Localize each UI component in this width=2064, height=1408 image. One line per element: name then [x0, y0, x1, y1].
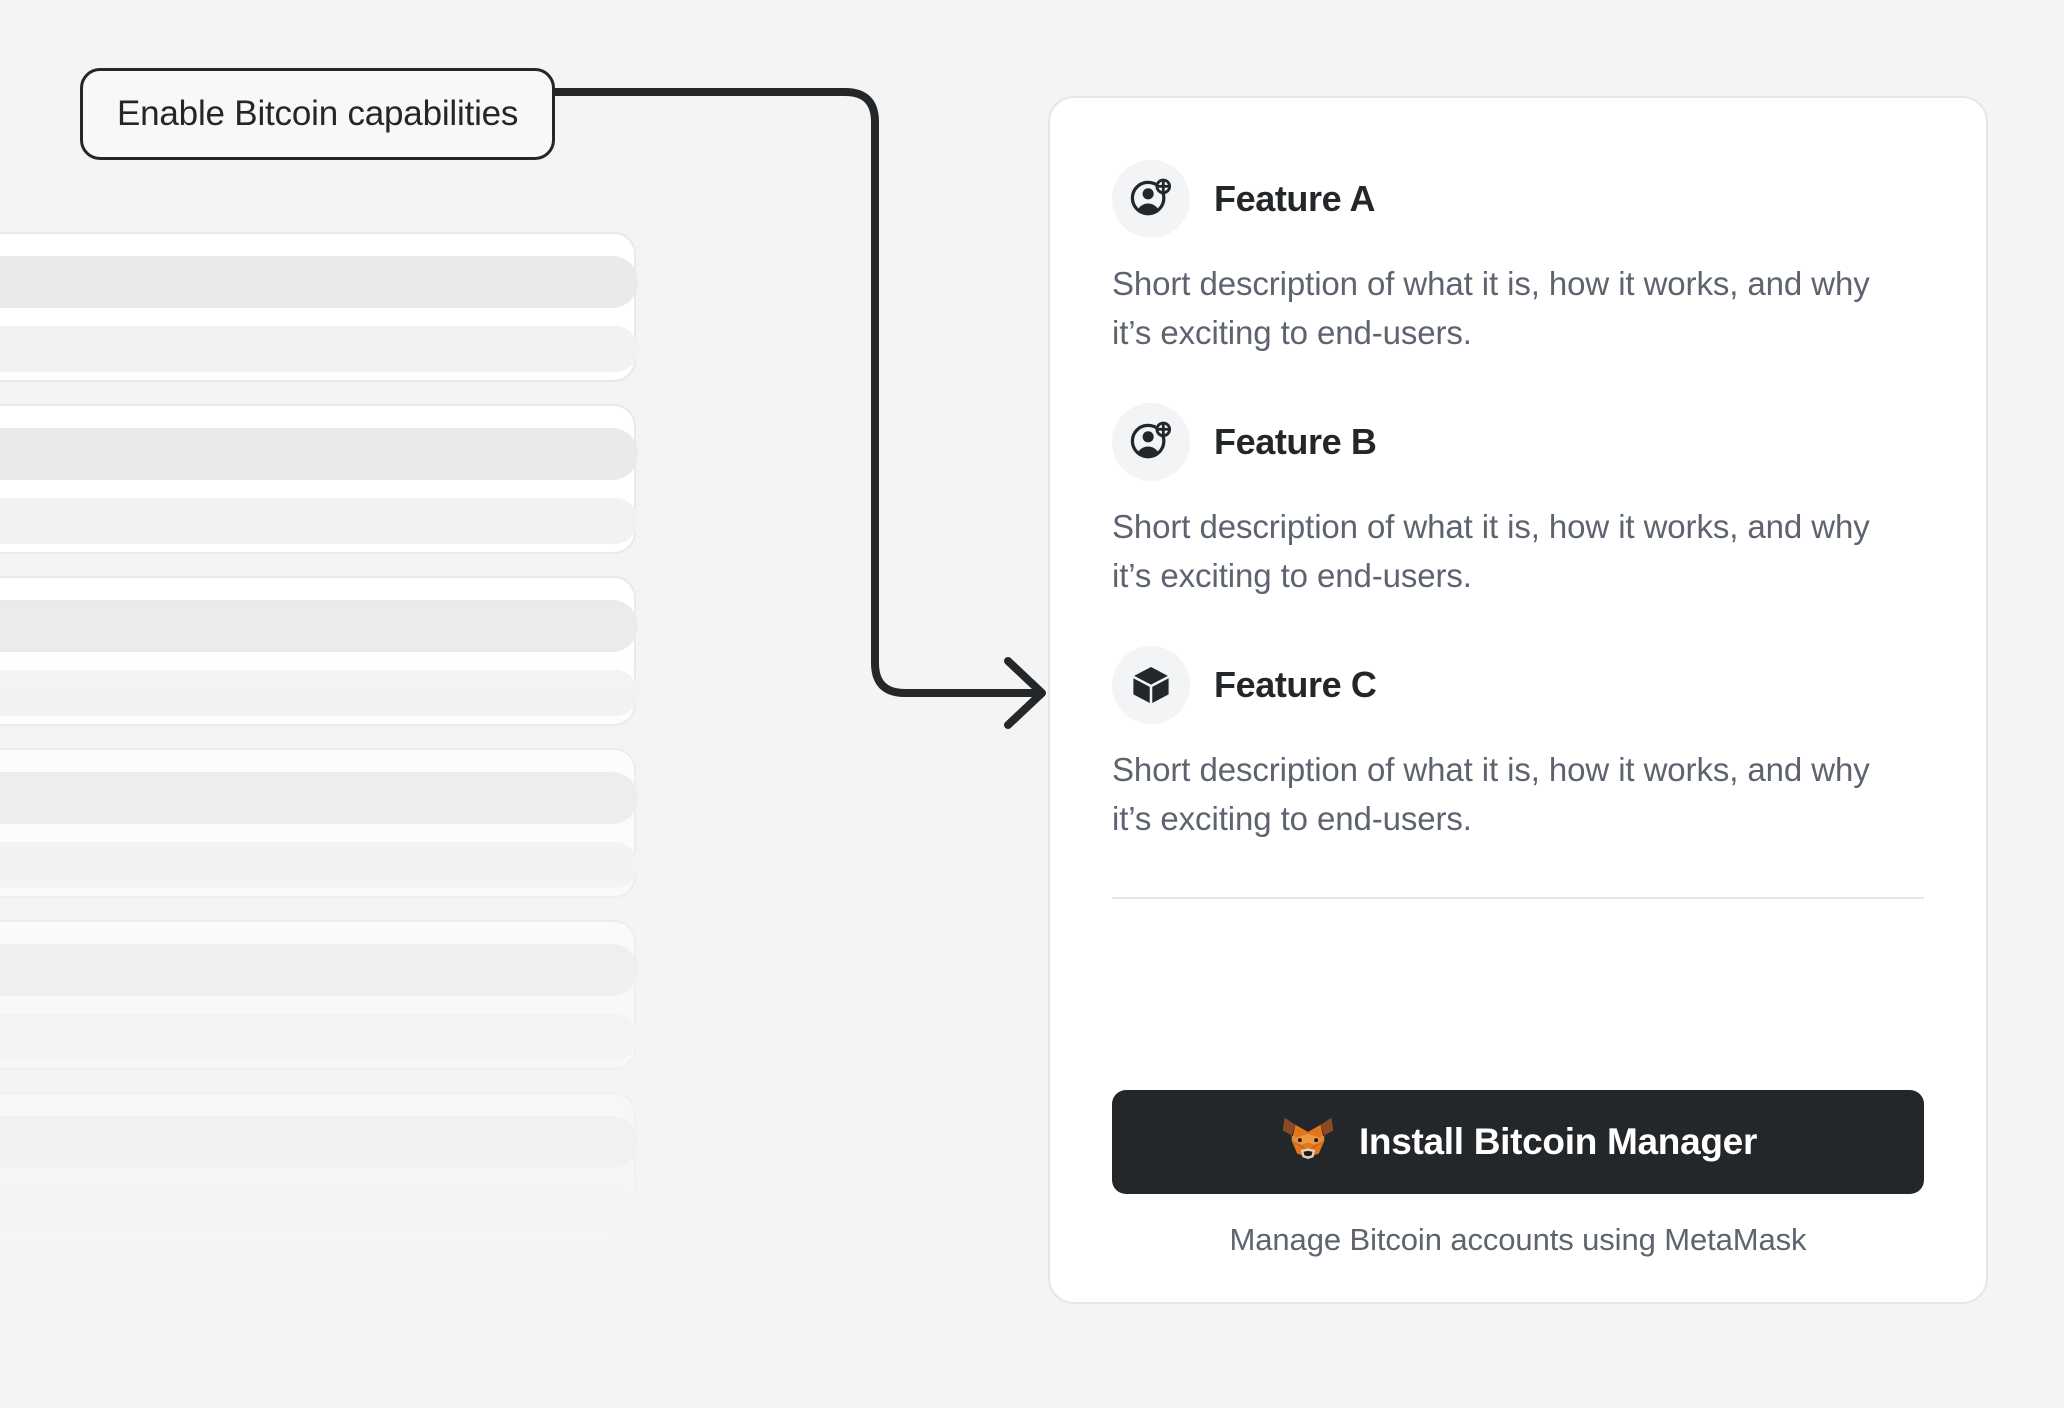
metamask-fox-icon [1279, 1114, 1337, 1171]
card-footer: Install Bitcoin Manager Manage Bitcoin a… [1050, 1040, 1986, 1302]
feature-description: Short description of what it is, how it … [1112, 508, 1870, 594]
skeleton-bar-secondary [0, 1014, 638, 1060]
install-bitcoin-manager-button[interactable]: Install Bitcoin Manager [1112, 1090, 1924, 1194]
feature-list: Feature A Short description of what it i… [1050, 98, 1986, 1040]
skeleton-bar-primary [0, 772, 638, 824]
feature-card: Feature A Short description of what it i… [1048, 96, 1988, 1304]
skeleton-card [0, 576, 638, 726]
skeleton-card [0, 232, 638, 382]
skeleton-bar-primary [0, 600, 638, 652]
callout-pill[interactable]: Enable Bitcoin capabilities [80, 68, 556, 160]
feature-header: Feature C [1112, 646, 1924, 724]
skeleton-bar-primary [0, 256, 638, 308]
feature-item: Feature B Short description of what it i… [1112, 403, 1924, 600]
install-button-label: Install Bitcoin Manager [1358, 1121, 1758, 1162]
card-divider [1112, 897, 1924, 899]
footer-caption: Manage Bitcoin accounts using MetaMask [1229, 1222, 1807, 1257]
skeleton-bar-primary [0, 1116, 638, 1168]
feature-item: Feature C Short description of what it i… [1112, 646, 1924, 843]
skeleton-bar-secondary [0, 498, 638, 544]
skeleton-bar-secondary [0, 842, 638, 888]
feature-item: Feature A Short description of what it i… [1112, 160, 1924, 357]
skeleton-bar-primary [0, 944, 638, 996]
skeleton-card [0, 748, 638, 898]
feature-title: Feature C [1214, 664, 1377, 705]
cube-icon [1112, 646, 1190, 724]
skeleton-card [0, 1092, 638, 1242]
user-add-icon [1112, 160, 1190, 238]
skeleton-card [0, 404, 638, 554]
feature-description: Short description of what it is, how it … [1112, 265, 1870, 351]
feature-header: Feature A [1112, 160, 1924, 238]
background-skeleton-list [0, 232, 640, 1408]
user-add-icon [1112, 403, 1190, 481]
callout-pill-label: Enable Bitcoin capabilities [117, 94, 519, 133]
feature-header: Feature B [1112, 403, 1924, 481]
feature-description: Short description of what it is, how it … [1112, 751, 1870, 837]
skeleton-bar-secondary [0, 1186, 638, 1232]
skeleton-bar-secondary [0, 326, 638, 372]
arrow-right-icon [1004, 657, 1046, 729]
skeleton-card [0, 920, 638, 1070]
feature-title: Feature B [1214, 421, 1377, 462]
skeleton-bar-primary [0, 428, 638, 480]
skeleton-bar-secondary [0, 670, 638, 716]
feature-title: Feature A [1214, 178, 1376, 219]
